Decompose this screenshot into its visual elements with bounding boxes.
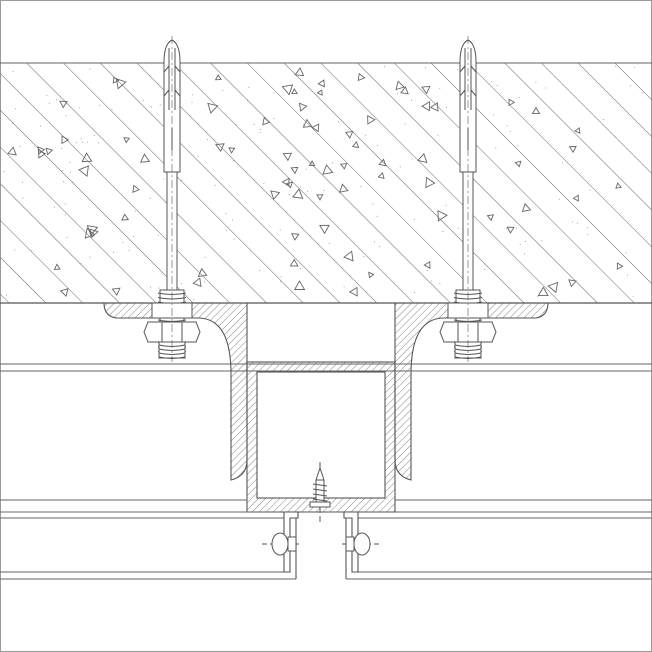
self-drilling-screw (309, 462, 331, 522)
concrete-aggregate (3, 65, 643, 301)
expansion-anchor-bolts (143, 36, 497, 362)
clip-bolt-right (342, 532, 380, 556)
expansion-anchor-bolt-right (439, 36, 497, 362)
angle-bracket-left (103, 302, 248, 481)
clip-bolt-left (262, 532, 300, 556)
cladding-panels (0, 499, 652, 580)
expansion-anchor-bolt-left (143, 36, 201, 362)
angle-bracket-right (394, 302, 549, 481)
concrete-slab (0, 63, 652, 304)
